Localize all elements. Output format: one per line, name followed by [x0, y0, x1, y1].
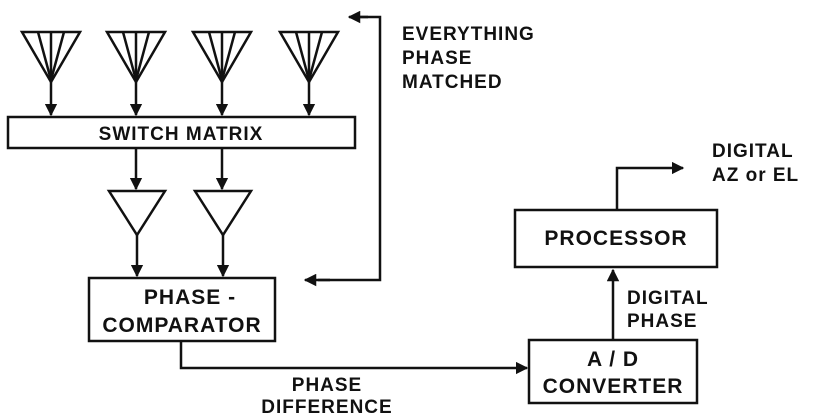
ad-converter-box	[527, 338, 699, 405]
matrix-output-arrows	[129, 148, 229, 191]
ad-converter-label-line1: A / D	[587, 348, 639, 371]
amplifier-triangle-icon	[192, 189, 254, 238]
processor-label: PROCESSOR	[544, 227, 687, 250]
antenna-3	[190, 30, 254, 85]
everything-phase-matched-line2: PHASE	[402, 48, 472, 69]
switch-matrix-box	[6, 115, 357, 150]
antenna-feed-arrows	[44, 82, 316, 117]
switch-matrix-label: SWITCH MATRIX	[99, 124, 264, 145]
amplifier-triangle-icon	[106, 189, 168, 238]
antenna-2	[104, 30, 168, 85]
antenna-1	[19, 30, 83, 85]
digital-output-label-line2: AZ or EL	[712, 165, 799, 186]
digital-phase-label-line2: PHASE	[627, 311, 697, 332]
digital-output-label-line1: DIGITAL	[712, 141, 794, 162]
phase-difference-arrow	[179, 341, 529, 375]
phase-matched-bracket	[303, 10, 382, 287]
ad-converter-label-line2: CONVERTER	[543, 375, 684, 398]
antenna-4	[277, 30, 341, 85]
phase-difference-label-line2: DIFFERENCE	[261, 397, 392, 416]
phase-comparator-box	[87, 276, 277, 343]
everything-phase-matched-line1: EVERYTHING	[402, 24, 535, 45]
digital-output-arrow	[615, 161, 685, 210]
digital-phase-label-line1: DIGITAL	[627, 288, 709, 309]
phase-comparator-label-line2: COMPARATOR	[102, 314, 261, 337]
phase-difference-label-line1: PHASE	[292, 375, 362, 396]
phase-comparator-label-line1: PHASE -	[144, 286, 236, 309]
amplifier-output-arrows	[130, 235, 230, 278]
everything-phase-matched-line3: MATCHED	[402, 72, 503, 93]
